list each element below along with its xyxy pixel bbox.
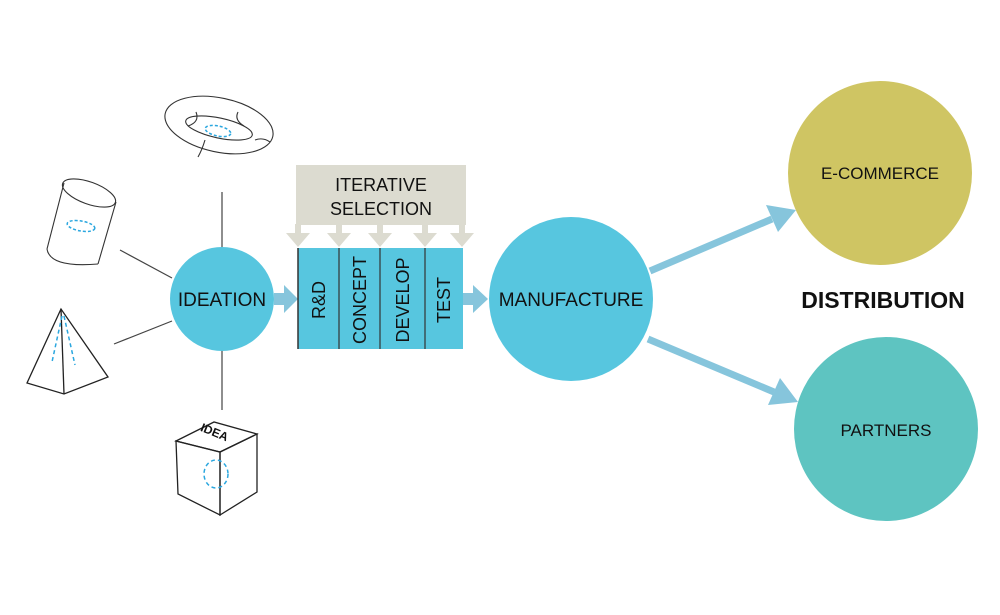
stage-test-label: TEST (434, 277, 454, 323)
stage-rnd[interactable]: R&D (309, 281, 329, 319)
cube-idea-label: IDEA (199, 420, 231, 444)
cube-icon: IDEA (174, 420, 259, 517)
connector-line-pyramid (113, 320, 173, 345)
stages-block (297, 248, 463, 349)
ideation-label: IDEATION (178, 290, 266, 311)
stage-rnd-label: R&D (309, 281, 329, 319)
stage-concept[interactable]: CONCEPT (350, 256, 370, 344)
stage-concept-label: CONCEPT (350, 256, 370, 344)
ecommerce-node[interactable]: E-COMMERCE (788, 81, 972, 265)
iterative-selection-box: ITERATIVE SELECTION (286, 165, 474, 247)
stage-test[interactable]: TEST (434, 277, 454, 323)
ideation-node[interactable]: IDEATION (170, 247, 274, 351)
iterative-label-line1: ITERATIVE (335, 175, 427, 195)
partners-node[interactable]: PARTNERS (794, 337, 978, 521)
pyramid-icon (26, 307, 110, 395)
distribution-label: DISTRIBUTION (801, 287, 965, 313)
arrow-to-ecommerce (648, 205, 796, 275)
manufacture-label: MANUFACTURE (499, 290, 644, 311)
stage-develop-label: DEVELOP (393, 257, 413, 342)
arrow-ideation-to-stages (274, 285, 298, 313)
stage-develop[interactable]: DEVELOP (393, 257, 413, 342)
partners-label: PARTNERS (840, 421, 931, 440)
cylinder-icon (46, 178, 117, 266)
connector-line-cylinder (119, 249, 173, 279)
arrow-stages-to-manufacture (463, 285, 488, 313)
ecommerce-label: E-COMMERCE (821, 164, 939, 183)
manufacture-node[interactable]: MANUFACTURE (489, 217, 653, 381)
arrow-to-partners (646, 335, 798, 405)
torus-icon (164, 95, 274, 158)
iterative-label-line2: SELECTION (330, 199, 432, 219)
